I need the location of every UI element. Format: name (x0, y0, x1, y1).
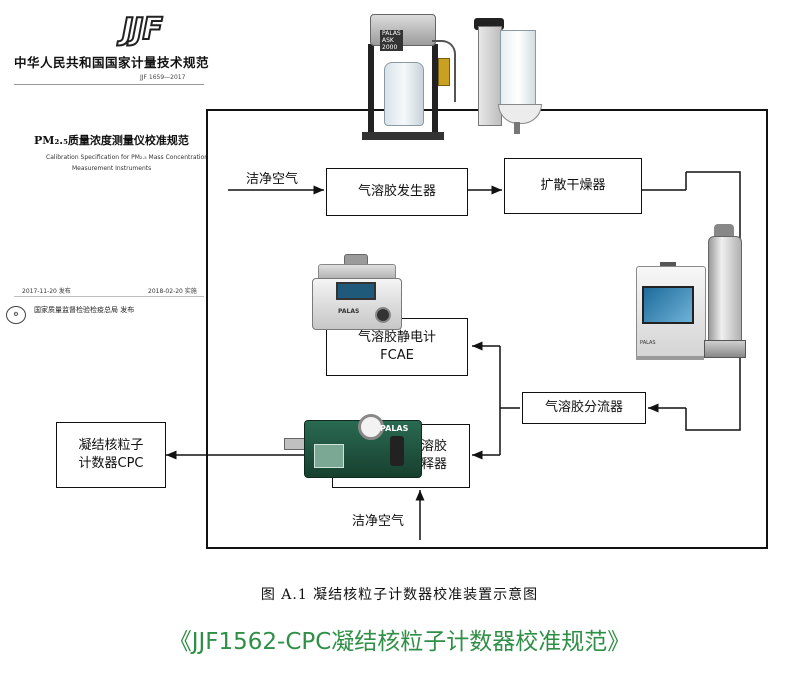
cover-standard-code: JJF 1659—2017 (140, 74, 186, 81)
cpc-screen (642, 286, 694, 324)
figure-caption: 图 A.1 凝结核粒子计数器校准装置示意图 (260, 587, 539, 603)
cpc-label-line2: 计数器CPC (78, 456, 144, 471)
cover-divider-bottom (14, 296, 204, 297)
jjf-logo: JJF (121, 12, 164, 47)
cylinder-body (708, 236, 742, 354)
fcae-label-line1: 气溶胶静电计 (357, 330, 436, 345)
aerosol-splitter-box: 气溶胶分流器 (522, 392, 646, 424)
emblem-icon: ⚙ (6, 306, 26, 324)
pressure-gauge-icon (358, 414, 384, 440)
cover-issue-date: 2017-11-20 发布 (22, 288, 71, 295)
diluter-valve (390, 436, 404, 466)
generator-label: PALAS ASK 2000 (380, 30, 403, 51)
cylinder-cap (714, 224, 734, 238)
diluter-label-plate (314, 444, 344, 468)
cpc-brand: PALAS (640, 340, 656, 346)
dryer-stem (514, 122, 520, 134)
cpc-box: 凝结核粒子 计数器CPC (56, 422, 166, 488)
clean-air-label-bottom: 洁净空气 (352, 514, 405, 529)
line-right-loop (685, 171, 741, 431)
cpc-foot (636, 356, 704, 360)
standard-banner: 《JJF1562-CPC凝结核粒子计数器校准规范》 (168, 629, 631, 655)
dryer-glass (500, 30, 536, 106)
cover-effective-date: 2018-02-20 实施 (148, 288, 197, 295)
generator-tube (432, 40, 456, 102)
diffusion-dryer-box: 扩散干燥器 (504, 158, 642, 214)
generator-bottle (384, 62, 424, 126)
aerosol-splitter-label: 气溶胶分流器 (544, 400, 623, 415)
cover-issuer: 国家质量监督检验检疫总局 发布 (34, 306, 135, 314)
cpc-label-line1: 凝结核粒子 (78, 438, 144, 453)
fcae-label-line2: FCAE (380, 348, 414, 363)
fcae-button-icon (375, 307, 391, 323)
cover-subtitle-line-1: Calibration Specification for PM₂.₅ Mass… (46, 154, 209, 161)
generator-valve (438, 58, 450, 86)
diluter-brand: PALAS (380, 424, 409, 433)
aerosol-generator-box: 气溶胶发生器 (326, 168, 468, 216)
cover-divider (14, 84, 204, 85)
cover-subtitle-line-2: Measurement Instruments (72, 165, 152, 172)
diffusion-dryer-label: 扩散干燥器 (540, 178, 606, 193)
cover-document-title: PM₂.₅质量浓度测量仪校准规范 (34, 134, 189, 147)
fcae-screen (336, 282, 376, 300)
fcae-brand: PALAS (338, 308, 360, 315)
document-cover: JJF 中华人民共和国国家计量技术规范 JJF 1659—2017 PM₂.₅质… (0, 0, 230, 360)
cpc-inlet (660, 262, 676, 268)
cylinder-base (704, 340, 746, 358)
cover-country-title: 中华人民共和国国家计量技术规范 (14, 55, 210, 70)
clean-air-label-top: 洁净空气 (246, 172, 299, 187)
aerosol-generator-label: 气溶胶发生器 (357, 184, 436, 199)
cover-english-subtitle: Calibration Specification for PM₂.₅ Mass… (46, 152, 208, 174)
generator-base (362, 132, 444, 140)
